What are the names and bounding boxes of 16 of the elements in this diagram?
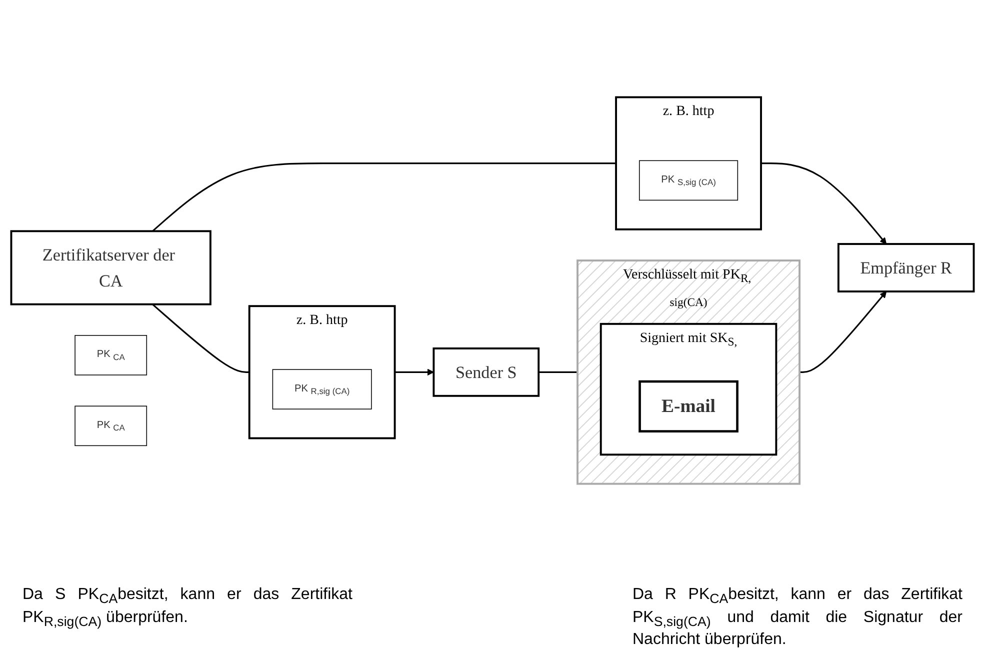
node-box: Zertifikatserver der CA bbox=[10, 230, 212, 306]
arrow bbox=[800, 291, 887, 374]
connector bbox=[152, 304, 250, 374]
node-box: PK $_{CA}$ bbox=[74, 335, 148, 376]
node-box: PK $_{R,sig (CA)}$ bbox=[272, 369, 372, 410]
node-box: Sender S bbox=[432, 348, 540, 397]
note-text: Da R PK$_{CA}$besitzt, kann er das Zertifikat PK$_{S,sig(CA)}$ und damit die Signatur der Nachricht überprüfen. bbox=[632, 585, 962, 650]
arrow bbox=[394, 368, 434, 376]
note-text: Da S PK$_{CA}$besitzt, kann er das Zertifikat PK$_{R,sig(CA)}$ überprüfen. bbox=[22, 585, 352, 631]
connector bbox=[152, 162, 616, 232]
arrow bbox=[761, 162, 887, 244]
connector bbox=[538, 371, 578, 374]
node-box: Empfänger R bbox=[837, 243, 975, 293]
node-box: PK $_{S,sig (CA)}$ bbox=[639, 160, 738, 201]
node-box: PK $_{CA}$ bbox=[74, 406, 148, 446]
node-box: E-mail bbox=[638, 380, 738, 433]
